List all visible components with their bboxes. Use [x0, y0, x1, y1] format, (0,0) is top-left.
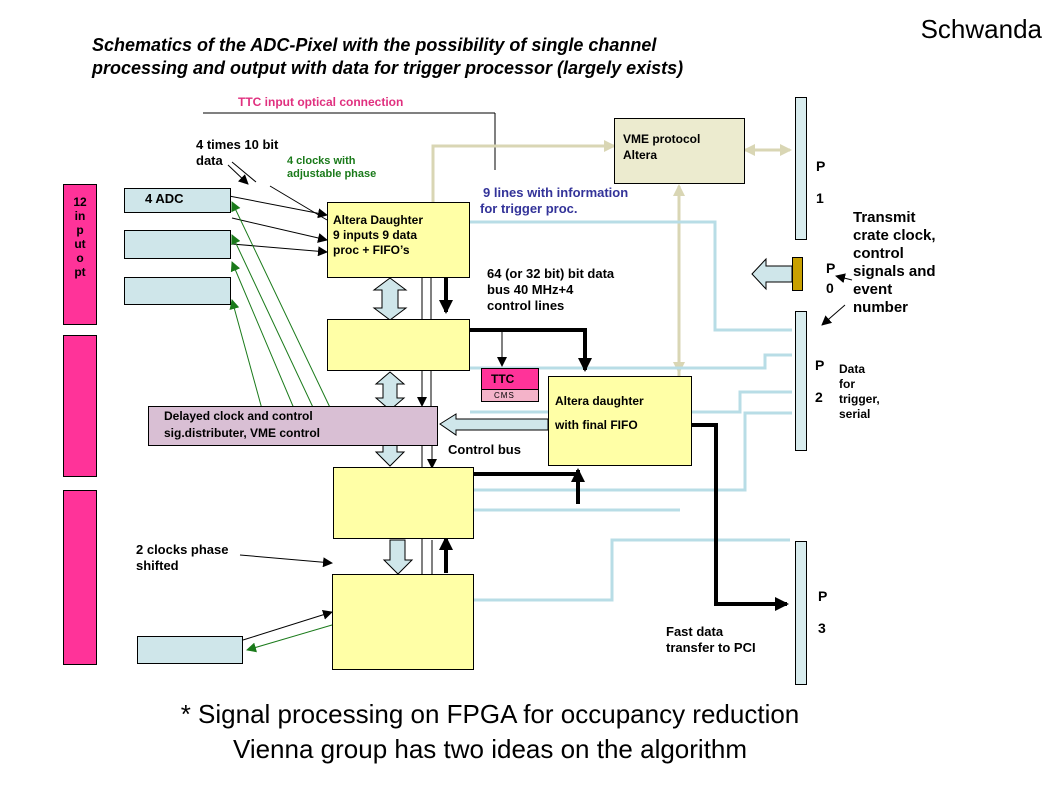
bus-label-line3: control lines — [487, 298, 565, 313]
connector-p1-number: 1 — [816, 190, 824, 206]
trigger-data-label-line3: trigger, — [839, 392, 880, 406]
final-fifo-line2: with final FIFO — [555, 418, 638, 432]
connector-p0 — [792, 257, 803, 291]
input-opt-text-1: 12 — [73, 195, 87, 209]
delayed-clock-box: Delayed clock and control sig.distribute… — [148, 406, 438, 446]
connector-p3-label: P 3 — [818, 580, 827, 644]
diagram-title: Schematics of the ADC-Pixel with the pos… — [92, 34, 683, 80]
data-width-label-line2: data — [196, 153, 223, 168]
connector-p3-letter: P — [818, 588, 828, 604]
data-width-label-line1: 4 times 10 bit — [196, 137, 279, 152]
connector-p2 — [795, 311, 807, 451]
connector-p0-label: P 0 — [826, 258, 835, 298]
trigger-lines — [470, 220, 792, 602]
transmit-arrow — [835, 273, 853, 284]
cms-label: CMS — [494, 391, 515, 400]
bus-label: 64 (or 32 bit) bit data bus 40 MHz+4 con… — [487, 266, 614, 314]
processing-box-4 — [332, 574, 474, 670]
altera-daughter-box: Altera Daughter 9 inputs 9 data proc + F… — [327, 202, 470, 278]
adc-box-4 — [137, 636, 243, 664]
connector-p3-number: 3 — [818, 620, 826, 636]
title-line-1: Schematics of the ADC-Pixel with the pos… — [92, 35, 657, 55]
adc-box-3 — [124, 277, 231, 305]
transmit-label-line4: signals and — [853, 263, 936, 280]
title-line-2: processing and output with data for trig… — [92, 58, 684, 78]
data-bus — [439, 278, 789, 611]
trigger-data-label-line1: Data — [839, 362, 866, 376]
connector-p3 — [795, 541, 807, 685]
trigger-data-label: Data for trigger, serial — [839, 362, 880, 422]
transmit-arrow-2 — [821, 304, 846, 326]
input-opt-text-2: in — [74, 209, 86, 223]
control-bus-label: Control bus — [448, 442, 521, 457]
adc-box: 4 ADC — [124, 188, 231, 213]
connector-p0-number: 0 — [826, 280, 834, 296]
transmit-label-line3: control — [853, 245, 904, 262]
phase-shift-label: 2 clocks phase shifted — [136, 542, 229, 574]
connector-p2-number: 2 — [815, 389, 823, 405]
clocks-label: 4 clocks with adjustable phase — [287, 155, 376, 181]
ttc-optical-line — [203, 112, 496, 170]
transmit-label: Transmit crate clock, control signals an… — [853, 209, 936, 317]
bus-label-line1: 64 (or 32 bit) bit data — [487, 266, 615, 281]
final-fifo-box: Altera daughter with final FIFO — [548, 376, 692, 466]
input-opt-text-6: pt — [74, 265, 86, 279]
processing-box-2 — [327, 319, 470, 371]
connector-p1 — [795, 97, 807, 240]
trigger-lines-label-line2: for trigger proc. — [480, 201, 578, 216]
input-opt-bar-3 — [63, 490, 97, 665]
footer-line-1: * Signal processing on FPGA for occupanc… — [180, 699, 800, 729]
trigger-lines-label-line1: 9 lines with information — [483, 185, 629, 200]
phase-shift-label-line1: 2 clocks phase — [136, 542, 229, 557]
processing-box-3 — [333, 467, 474, 539]
connector-p2-letter: P — [815, 357, 825, 373]
block-arrows — [372, 257, 793, 575]
footer-line-2: Vienna group has two ideas on the algori… — [232, 734, 748, 764]
bus-label-line2: bus 40 MHz+4 — [487, 282, 574, 297]
ttc-box: TTC — [481, 368, 539, 390]
input-opt-bar-2 — [63, 335, 97, 477]
author-name: Schwanda — [920, 14, 1042, 44]
transmit-label-line1: Transmit — [853, 209, 916, 226]
data-width-label: 4 times 10 bit data — [196, 137, 278, 169]
trigger-data-label-line4: serial — [839, 407, 871, 421]
connector-p0-letter: P — [826, 260, 836, 276]
adc-box-label: 4 ADC — [145, 191, 184, 206]
ttc-label: TTC — [491, 372, 515, 386]
adc-box-2 — [124, 230, 231, 259]
transmit-label-line6: number — [853, 299, 909, 316]
connector-p1-letter: P — [816, 158, 826, 174]
tan-lines — [431, 140, 792, 376]
clock-arrows — [229, 201, 336, 653]
phase-shift-label-line2: shifted — [136, 558, 179, 573]
cms-box: CMS — [481, 389, 539, 402]
transmit-label-line2: crate clock, — [853, 227, 936, 244]
fast-transfer-label: Fast data transfer to PCI — [666, 624, 756, 656]
clocks-label-line1: 4 clocks with — [287, 155, 356, 167]
fast-transfer-label-line1: Fast data — [666, 624, 724, 639]
final-fifo-line1: Altera daughter — [555, 394, 644, 408]
vme-protocol-line1: VME protocol — [623, 132, 701, 146]
input-opt-text-4: ut — [74, 237, 86, 251]
input-opt-text-3: p — [76, 223, 84, 237]
altera-daughter-line1: Altera Daughter — [333, 213, 424, 227]
altera-daughter-line3: proc + FIFO’s — [333, 243, 410, 257]
vme-protocol-box: VME protocol Altera — [614, 118, 745, 184]
vme-protocol-line2: Altera — [623, 148, 658, 162]
delayed-clock-line2: sig.distributer, VME control — [164, 426, 321, 440]
transmit-label-line5: event — [853, 281, 893, 298]
input-opt-text-5: o — [76, 251, 84, 265]
altera-daughter-line2: 9 inputs 9 data — [333, 228, 418, 242]
ttc-optical-label: TTC input optical connection — [238, 95, 404, 109]
trigger-lines-label: 9 lines with information for trigger pro… — [480, 185, 628, 217]
input-opt-bar: 12 in p ut o pt — [63, 184, 97, 325]
fast-transfer-label-line2: transfer to PCI — [666, 640, 756, 655]
delayed-clock-line1: Delayed clock and control — [164, 409, 313, 423]
connector-p2-label: P 2 — [815, 349, 824, 413]
connector-p1-label: P 1 — [816, 150, 825, 214]
trigger-data-label-line2: for — [839, 377, 855, 391]
clocks-label-line2: adjustable phase — [287, 168, 377, 180]
